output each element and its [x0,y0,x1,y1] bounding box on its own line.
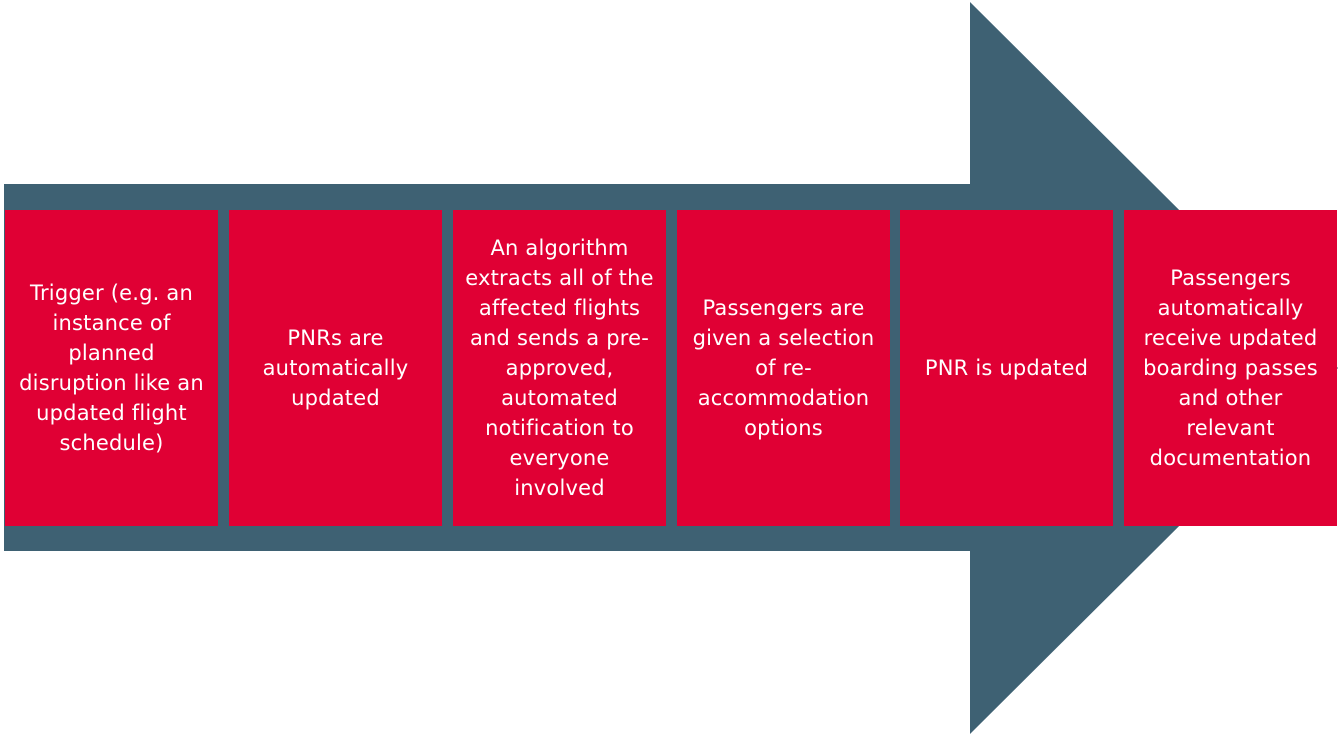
step-box-algorithm-notification: An algorithm extracts all of the affecte… [453,210,666,526]
arrow-shape [4,2,1338,734]
step-box-boarding-passes: Passengers automatically receive updated… [1124,210,1337,526]
step-box-pnrs-updated: PNRs are automatically updated [229,210,442,526]
step-label-pnrs-updated: PNRs are automatically updated [262,326,409,410]
step-box-reaccommodation-options: Passengers are given a selection of re-a… [677,210,890,526]
step-label-boarding-passes: Passengers automatically receive updated… [1143,266,1318,470]
step-label-pnr-updated: PNR is updated [924,356,1089,380]
step-label-trigger: Trigger (e.g. an instance of planned dis… [19,281,204,455]
step-label-reaccommodation-options: Passengers are given a selection of re-a… [692,296,875,440]
step-label-algorithm-notification: An algorithm extracts all of the affecte… [465,236,654,500]
step-box-pnr-updated: PNR is updated [900,210,1113,526]
step-box-trigger: Trigger (e.g. an instance of planned dis… [5,210,218,526]
